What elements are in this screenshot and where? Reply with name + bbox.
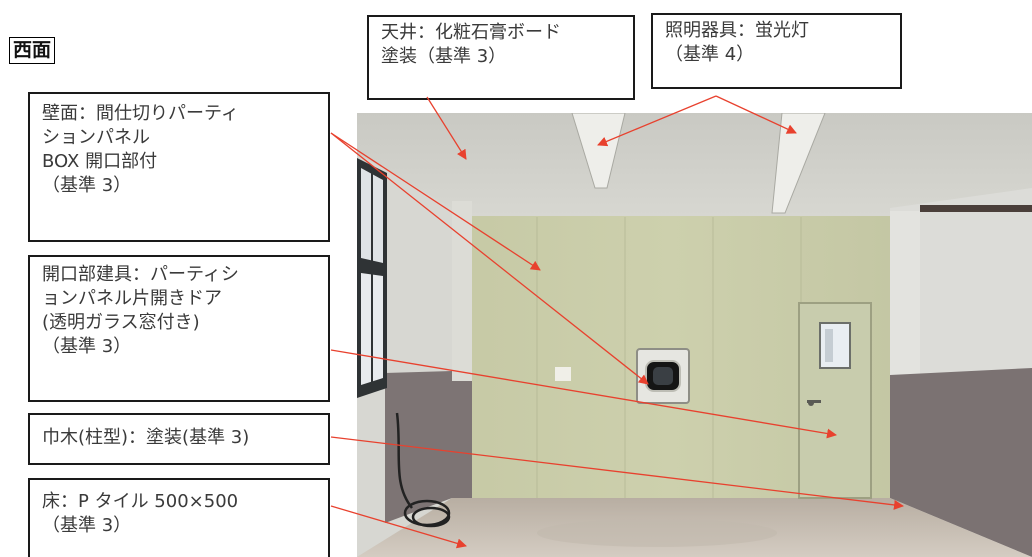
door-annotation-line2: ョンパネル片開きドア [42,288,222,309]
wall-annotation-line1: 壁面：間仕切りパーティ [42,103,239,124]
door-annotation-line1: 開口部建具：パーティシ [42,264,239,285]
floor-annotation-line2: （基準 3） [42,515,132,536]
ceiling-annotation-line1: 天井：化粧石膏ボード [381,22,561,43]
door-annotation: 開口部建具：パーティシ ョンパネル片開きドア (透明ガラス窓付き) （基準 3） [28,255,330,402]
baseboard-annotation-line1: 巾木(柱型)：塗装(基準 3) [42,427,250,448]
lighting-annotation-line2: （基準 4） [665,44,755,65]
ceiling-annotation: 天井：化粧石膏ボード 塗装（基準 3） [367,15,635,100]
view-title: 西面 [9,37,56,64]
ceiling-annotation-line2: 塗装（基準 3） [381,46,507,67]
wall-annotation-line4: （基準 3） [42,175,132,196]
room-photo [357,113,1032,557]
wall-annotation-line2: ションパネル [42,127,150,148]
door-annotation-line4: （基準 3） [42,336,132,357]
lighting-annotation-line1: 照明器具：蛍光灯 [665,20,809,41]
door [798,302,872,499]
wall-annotation-line3: BOX 開口部付 [42,151,158,172]
lighting-annotation: 照明器具：蛍光灯 （基準 4） [651,13,902,89]
door-annotation-line3: (透明ガラス窓付き) [42,312,200,333]
wall-annotation: 壁面：間仕切りパーティ ションパネル BOX 開口部付 （基準 3） [28,92,330,242]
floor-annotation: 床：P タイル 500×500 （基準 3） [28,478,330,557]
floor-annotation-line1: 床：P タイル 500×500 [42,491,239,512]
baseboard-annotation: 巾木(柱型)：塗装(基準 3) [28,413,330,465]
pass-box [636,348,690,404]
left-window [357,158,387,398]
